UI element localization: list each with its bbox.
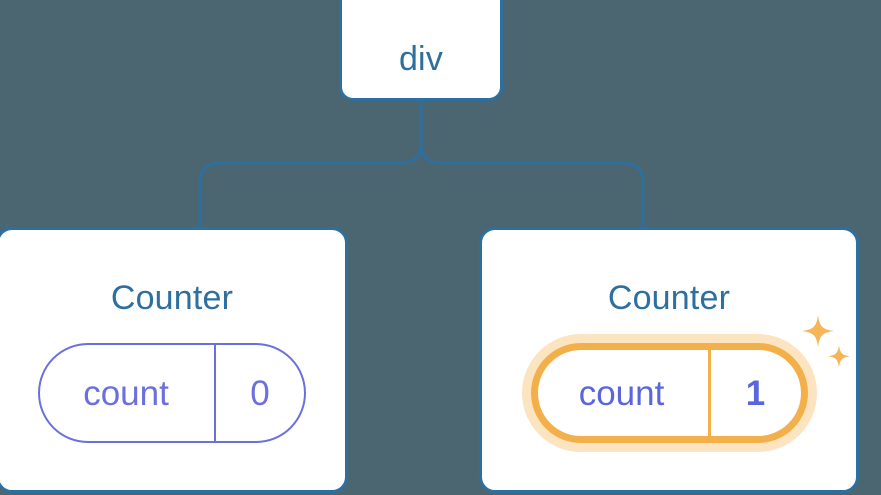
state-pill-wrapper-right: count 1 — [530, 315, 850, 443]
sparkle-group — [801, 315, 850, 368]
state-key-left: count — [83, 373, 169, 413]
node-counter-right-title: Counter — [607, 279, 731, 317]
state-pill-wrapper-left: count 0 — [38, 343, 306, 443]
node-counter-right[interactable]: Counter count 1 — [479, 227, 859, 493]
node-counter-left[interactable]: Counter count 0 — [0, 227, 348, 493]
sparkle-small-icon — [827, 345, 850, 368]
connector-to-counter-right — [419, 141, 645, 229]
connector-to-counter-left — [198, 141, 423, 229]
state-pill-right[interactable]: count 1 — [530, 343, 808, 443]
node-div[interactable]: div — [339, 0, 503, 101]
node-div-label: div — [398, 40, 444, 78]
state-value-left: 0 — [214, 345, 304, 441]
node-counter-left-title: Counter — [110, 279, 234, 317]
state-value-right: 1 — [707, 350, 801, 436]
state-key-right: count — [578, 373, 665, 413]
sparkle-large-icon — [801, 315, 834, 347]
state-pill-left[interactable]: count 0 — [38, 343, 306, 443]
